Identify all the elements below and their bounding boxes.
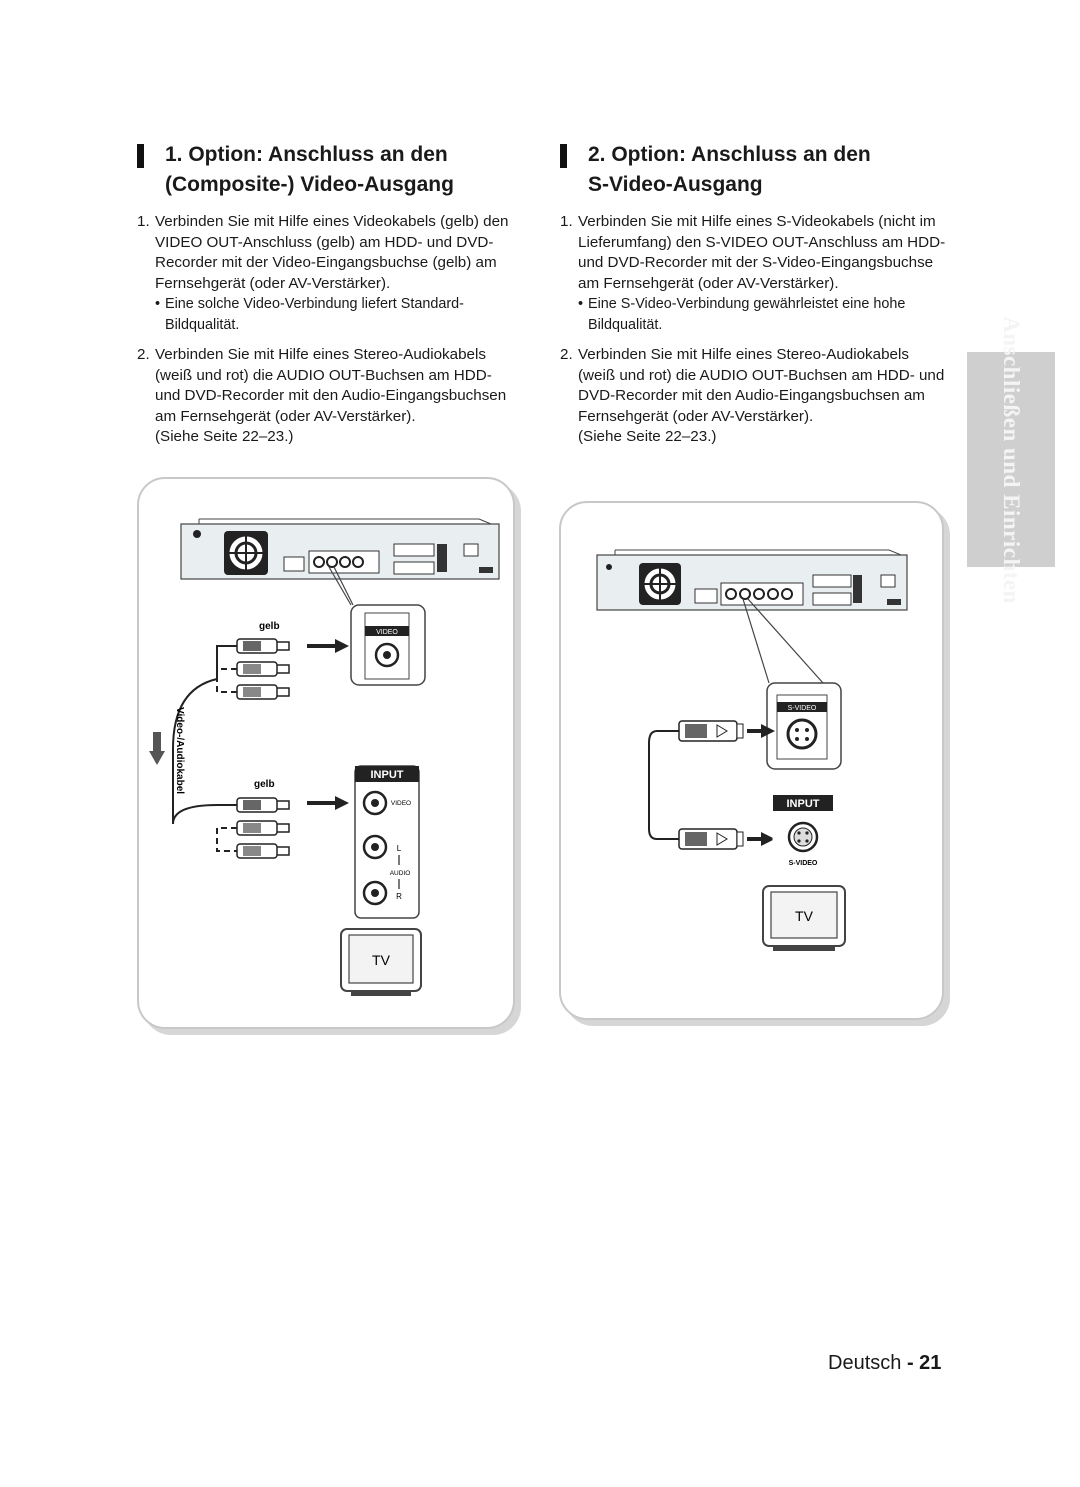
step-text: Verbinden Sie mit Hilfe eines Stereo-Aud… bbox=[155, 346, 507, 425]
tv-input-panel: INPUT VIDEO L AUDIO R bbox=[354, 765, 420, 919]
left-heading: 1. Option: Anschluss an den (Composite-)… bbox=[137, 140, 515, 200]
step-bullet: Eine solche Video-Verbindung liefert Sta… bbox=[155, 294, 515, 335]
footer-separator: - bbox=[906, 1352, 914, 1374]
rca-plug-audio-l-bottom bbox=[236, 820, 290, 836]
step-number: 2. bbox=[560, 346, 573, 363]
right-step-2: 2. Verbinden Sie mit Hilfe eines Stereo-… bbox=[560, 345, 950, 448]
arrow-right-icon bbox=[747, 724, 775, 738]
step-bullet: Eine S-Video-Verbindung gewährleistet ei… bbox=[578, 294, 950, 335]
step-number: 1. bbox=[560, 213, 573, 230]
page-footer: Deutsch - 21 bbox=[828, 1352, 941, 1375]
arrow-right-icon bbox=[307, 796, 349, 810]
cable-label: Video-/Audiokabel bbox=[174, 707, 185, 794]
composite-connection-diagram: VIDEO gelb Video bbox=[137, 477, 515, 1029]
svideo-diagram-svg: S-VIDEO bbox=[596, 549, 908, 951]
rca-plug-audio-l-top bbox=[236, 661, 290, 677]
input-label: INPUT bbox=[371, 769, 404, 781]
right-heading: 2. Option: Anschluss an den S-Video-Ausg… bbox=[560, 140, 950, 200]
arrow-right-icon bbox=[747, 832, 775, 846]
tv-icon: TV bbox=[762, 885, 846, 951]
input-svideo-label: S-VIDEO bbox=[789, 860, 818, 867]
section-side-tab bbox=[967, 352, 1055, 567]
footer-language: Deutsch bbox=[828, 1352, 902, 1374]
recorder-rear-panel bbox=[180, 518, 500, 580]
left-step-1: 1. Verbinden Sie mit Hilfe eines Videoka… bbox=[137, 212, 515, 335]
input-audio-label: AUDIO bbox=[390, 870, 411, 877]
input-video-label: VIDEO bbox=[391, 800, 411, 807]
recorder-rear-panel bbox=[596, 549, 908, 611]
arrow-right-icon bbox=[307, 639, 349, 653]
section-side-label-wrap: Anschließen und Einrichten bbox=[967, 316, 1055, 604]
right-column: 2. Option: Anschluss an den S-Video-Ausg… bbox=[560, 140, 950, 458]
video-out-jack-callout: VIDEO bbox=[350, 604, 426, 686]
composite-diagram-svg: VIDEO gelb Video bbox=[149, 518, 500, 996]
step-number: 1. bbox=[137, 213, 150, 230]
page-reference: (Siehe Seite 22–23.) bbox=[578, 428, 717, 445]
fan-icon bbox=[639, 563, 681, 605]
gelb-label-bottom: gelb bbox=[254, 779, 275, 790]
tv-label: TV bbox=[372, 952, 391, 968]
left-column: 1. Option: Anschluss an den (Composite-)… bbox=[137, 140, 515, 458]
fan-icon bbox=[224, 531, 268, 575]
step-text: Verbinden Sie mit Hilfe eines S-Videokab… bbox=[578, 213, 946, 292]
svideo-out-label: S-VIDEO bbox=[788, 705, 817, 712]
svideo-connection-diagram: S-VIDEO bbox=[559, 501, 944, 1020]
rca-plug-video-bottom bbox=[236, 797, 290, 813]
tv-icon: TV bbox=[340, 928, 422, 996]
right-steps: 1. Verbinden Sie mit Hilfe eines S-Video… bbox=[560, 212, 950, 448]
left-step-2: 2. Verbinden Sie mit Hilfe eines Stereo-… bbox=[137, 345, 515, 448]
gelb-label-top: gelb bbox=[259, 621, 280, 632]
step-text: Verbinden Sie mit Hilfe eines Stereo-Aud… bbox=[578, 346, 945, 425]
input-label: INPUT bbox=[787, 798, 820, 810]
svideo-out-jack-callout: S-VIDEO bbox=[766, 682, 842, 770]
page-number: 21 bbox=[919, 1352, 942, 1374]
input-r-label: R bbox=[396, 892, 402, 901]
section-side-label: Anschließen und Einrichten bbox=[999, 315, 1025, 604]
right-heading-line1: 2. Option: Anschluss an den bbox=[588, 143, 871, 166]
svideo-plug-top bbox=[678, 720, 744, 742]
svideo-plug-bottom bbox=[678, 828, 744, 850]
video-out-label: VIDEO bbox=[376, 629, 398, 636]
step-text: Verbinden Sie mit Hilfe eines Videokabel… bbox=[155, 213, 509, 292]
right-step-1: 1. Verbinden Sie mit Hilfe eines S-Video… bbox=[560, 212, 950, 335]
input-l-label: L bbox=[397, 844, 402, 853]
tv-label: TV bbox=[795, 908, 814, 924]
rca-plug-audio-r-bottom bbox=[236, 843, 290, 859]
rca-plug-video-top bbox=[236, 638, 290, 654]
arrow-down-icon bbox=[149, 732, 165, 765]
rca-plug-audio-r-top bbox=[236, 684, 290, 700]
left-heading-line2: (Composite-) Video-Ausgang bbox=[165, 173, 454, 196]
page-reference: (Siehe Seite 22–23.) bbox=[155, 428, 294, 445]
tv-svideo-input-panel: INPUT S-VIDEO bbox=[772, 794, 834, 874]
left-steps: 1. Verbinden Sie mit Hilfe eines Videoka… bbox=[137, 212, 515, 448]
step-number: 2. bbox=[137, 346, 150, 363]
left-heading-line1: 1. Option: Anschluss an den bbox=[165, 143, 448, 166]
right-heading-line2: S-Video-Ausgang bbox=[588, 173, 763, 196]
